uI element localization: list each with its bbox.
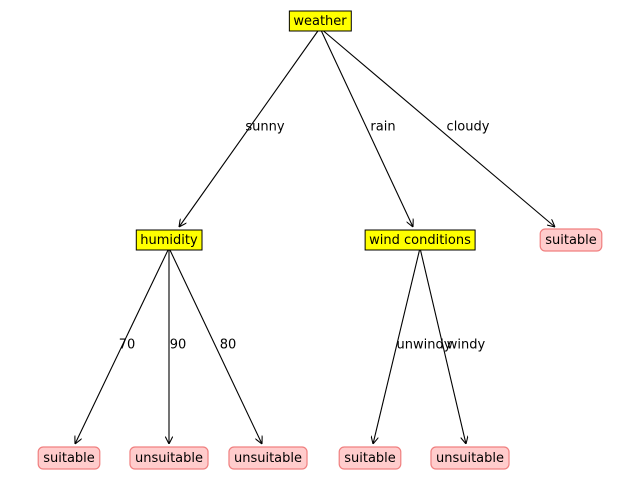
edge-arrow-70 xyxy=(75,247,170,444)
decision-box xyxy=(364,229,476,251)
leaf-node-leaf-unwindy: suitable xyxy=(338,446,402,470)
leaf-box xyxy=(228,446,308,470)
nodes-layer: weather humidity wind conditions suitable su… xyxy=(37,10,603,470)
edge-arrow-rain xyxy=(319,27,413,227)
leaf-box xyxy=(37,446,101,470)
leaf-node-leaf-h80: unsuitable xyxy=(228,446,308,470)
leaf-box xyxy=(129,446,209,470)
node-label: suitable xyxy=(344,451,396,466)
leaf-node-leaf-cloudy: suitable xyxy=(539,228,603,252)
edge-label: cloudy xyxy=(447,120,490,135)
edge-label: sunny xyxy=(245,120,284,135)
leaf-node-leaf-windy: unsuitable xyxy=(430,446,510,470)
decision-node-humidity: humidity xyxy=(135,229,203,251)
node-label: unsuitable xyxy=(234,451,302,466)
edge-arrow-80 xyxy=(168,247,262,444)
node-label: suitable xyxy=(545,233,597,248)
edge-label: 70 xyxy=(119,338,136,353)
leaf-box xyxy=(430,446,510,470)
leaf-box xyxy=(539,228,603,252)
decision-node-weather: weather xyxy=(288,10,352,32)
edge-arrow-unwindy xyxy=(373,247,421,444)
decision-box xyxy=(135,229,203,251)
decision-node-wind: wind conditions xyxy=(364,229,476,251)
node-label: weather xyxy=(293,14,347,29)
edge-label: windy xyxy=(447,338,486,353)
edge-label: rain xyxy=(370,120,395,135)
node-label: humidity xyxy=(140,233,198,248)
edge-arrow-sunny xyxy=(179,27,321,227)
edge-label: unwindy xyxy=(397,338,452,353)
leaf-box xyxy=(338,446,402,470)
leaf-node-leaf-h70: suitable xyxy=(37,446,101,470)
leaf-node-leaf-h90: unsuitable xyxy=(129,446,209,470)
node-label: suitable xyxy=(43,451,95,466)
edge-arrow-cloudy xyxy=(319,27,555,227)
edge-label: 90 xyxy=(170,338,187,353)
node-label: unsuitable xyxy=(135,451,203,466)
edge-label: 80 xyxy=(220,338,237,353)
edge-arrow-windy xyxy=(419,247,466,444)
node-label: unsuitable xyxy=(436,451,504,466)
edges-layer xyxy=(75,27,555,444)
decision-box xyxy=(288,10,352,32)
node-label: wind conditions xyxy=(369,233,471,248)
